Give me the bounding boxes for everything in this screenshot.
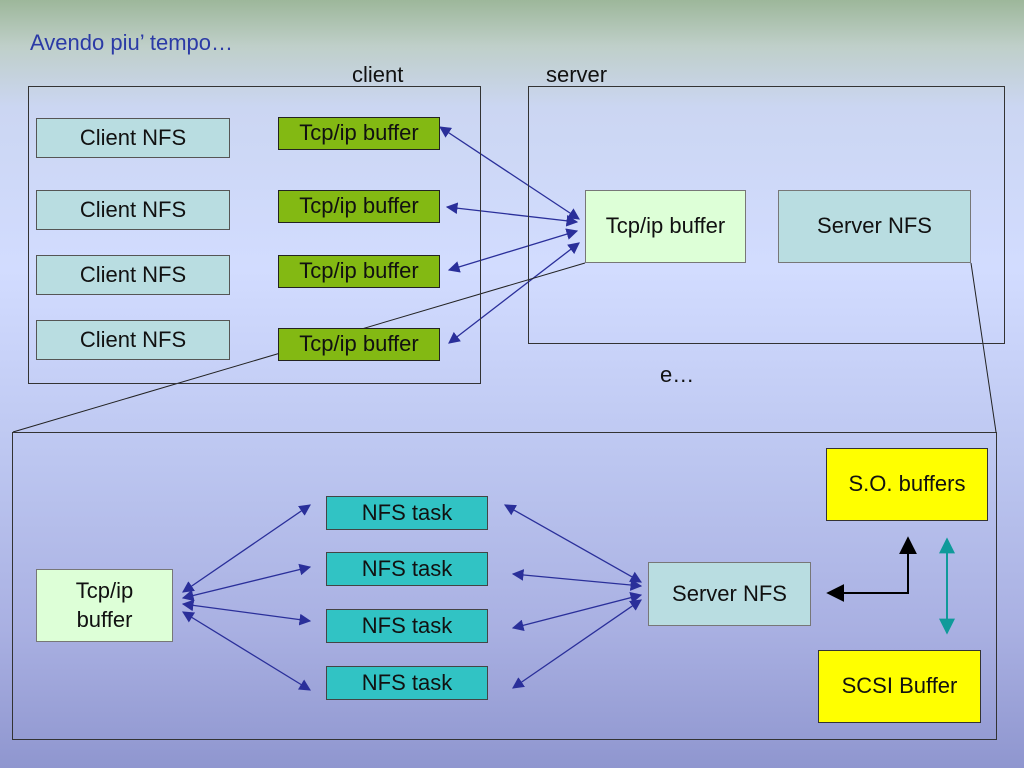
detail-tcp-buffer-line2: buffer [76, 606, 133, 632]
slide-title: Avendo piu’ tempo… [30, 30, 234, 55]
arrow-task4-server [512, 599, 642, 689]
client-nfs-box: Client NFS [36, 118, 230, 158]
so-buffers-box: S.O. buffers [826, 448, 988, 521]
scsi-buffer-box: SCSI Buffer [818, 650, 981, 723]
client-tcp-buffer: Tcp/ip buffer [278, 190, 440, 223]
client-tcp-buffer: Tcp/ip buffer [278, 328, 440, 361]
arrow-server-so-buffers [826, 536, 917, 602]
client-tcp-buffer: Tcp/ip buffer [278, 255, 440, 288]
arrow-task2-server [511, 569, 643, 591]
server-label: server [546, 62, 608, 87]
arrow-tcp4-server [448, 242, 580, 344]
ellipsis-label: e… [660, 362, 695, 387]
nfs-task-box: NFS task [326, 552, 488, 586]
client-nfs-box: Client NFS [36, 255, 230, 295]
client-nfs-box: Client NFS [36, 190, 230, 230]
arrow-tcp-task4 [182, 611, 311, 691]
arrow-tcp-task2 [181, 563, 312, 602]
nfs-task-box: NFS task [326, 496, 488, 530]
detail-tcp-buffer-line1: Tcp/ip [75, 577, 134, 603]
nfs-task-box: NFS task [326, 666, 488, 700]
detail-server-nfs: Server NFS [648, 562, 811, 626]
server-frame [528, 86, 1005, 344]
server-nfs-box: Server NFS [778, 190, 971, 263]
client-nfs-box: Client NFS [36, 320, 230, 360]
arrow-tcp2-server [445, 202, 579, 227]
server-detail-frame [12, 432, 997, 740]
client-label: client [352, 62, 404, 87]
zoom-line-right [970, 262, 997, 433]
client-tcp-buffer: Tcp/ip buffer [278, 117, 440, 150]
detail-tcp-buffer: Tcp/ip buffer [36, 569, 173, 642]
server-tcp-buffer: Tcp/ip buffer [585, 190, 746, 263]
client-frame [28, 86, 481, 384]
nfs-task-box: NFS task [326, 609, 488, 643]
